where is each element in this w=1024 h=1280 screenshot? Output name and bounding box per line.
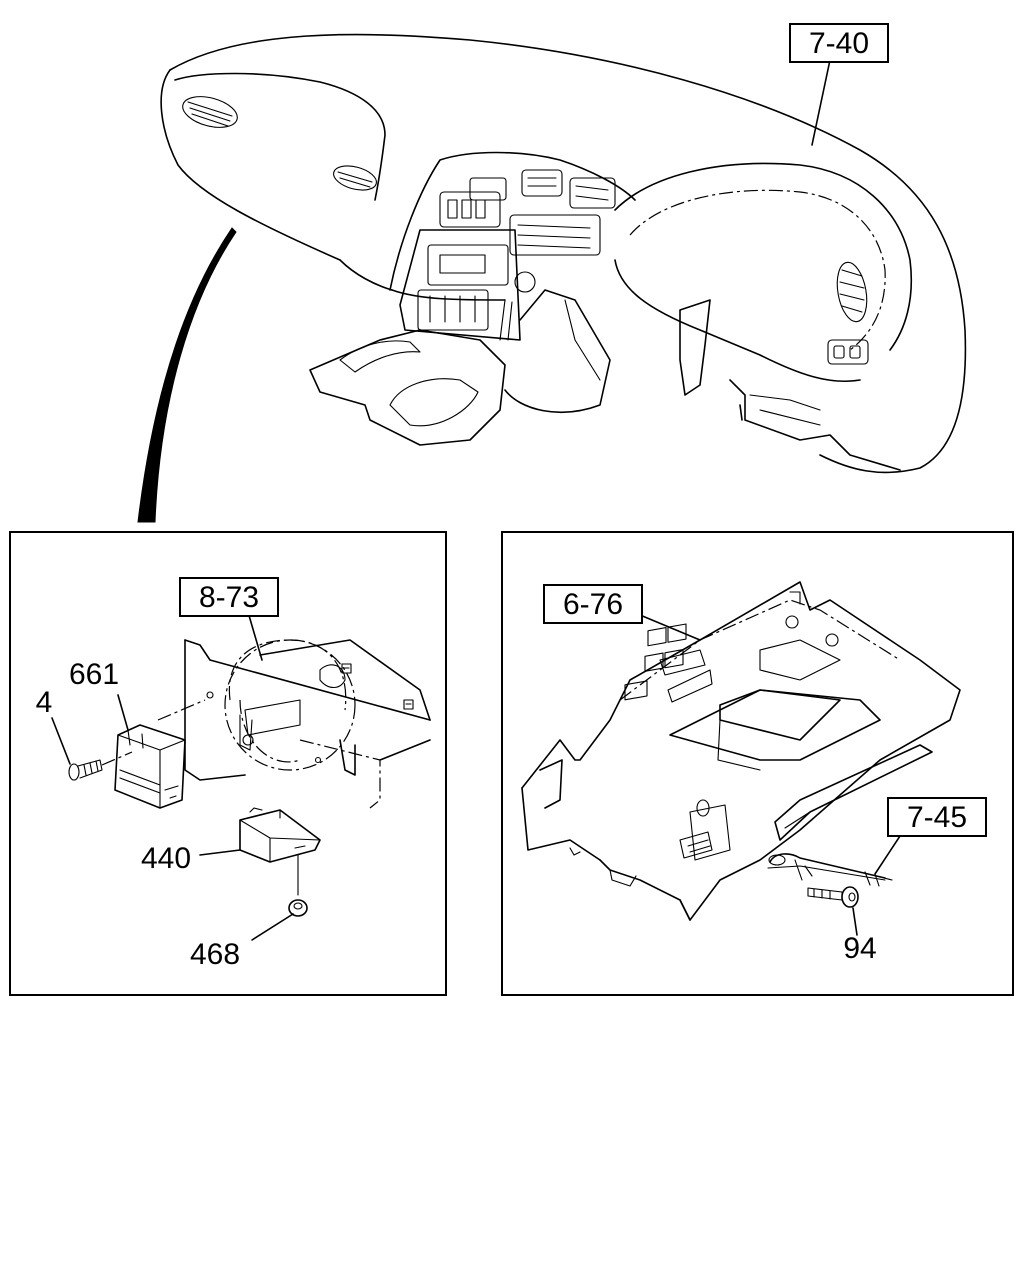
leader-line-7-40 — [811, 59, 831, 146]
ref-box-7-40 — [789, 23, 889, 63]
ref-box-8-73 — [179, 577, 279, 617]
part-label-4: 4 — [36, 686, 53, 719]
nut-illustration — [288, 899, 308, 917]
ref-label-8-73: 8-73 — [199, 581, 259, 614]
screw-illustration — [68, 751, 133, 781]
part-label-661: 661 — [69, 658, 119, 691]
ref-box-6-76 — [543, 584, 643, 624]
ref-label-6-76: 6-76 — [563, 588, 623, 621]
part-label-468: 468 — [190, 938, 240, 971]
leader-line-7-45 — [874, 835, 901, 875]
console-illustration — [521, 581, 961, 921]
steering-column-illustration — [184, 639, 431, 809]
leader-line-440 — [199, 849, 241, 856]
leader-line-94 — [852, 907, 858, 936]
cable-illustration — [767, 853, 893, 887]
control-unit-illustration — [239, 807, 321, 896]
left-detail-panel — [9, 531, 447, 996]
part-label-94: 94 — [843, 932, 876, 965]
leader-line-8-73 — [247, 611, 263, 661]
leader-line-6-76 — [639, 614, 701, 641]
ref-box-7-45 — [887, 797, 987, 837]
detail-pointer-arrow — [137, 227, 237, 523]
leader-line-661 — [117, 694, 129, 731]
leader-line-4 — [51, 717, 71, 765]
part-label-440: 440 — [141, 842, 191, 875]
leader-line-468 — [251, 913, 294, 941]
dashboard-illustration — [160, 33, 967, 474]
ref-label-7-40: 7-40 — [809, 27, 869, 60]
ref-label-7-45: 7-45 — [907, 801, 967, 834]
bolt-illustration — [807, 886, 859, 908]
right-detail-panel — [501, 531, 1014, 996]
relay-illustration — [114, 699, 206, 809]
